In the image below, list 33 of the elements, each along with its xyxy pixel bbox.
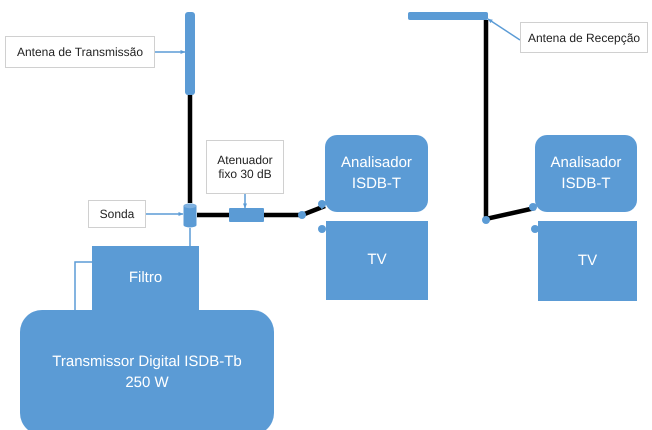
- probe-icon: [183, 203, 197, 228]
- tv-box: [326, 221, 428, 300]
- callout-label: [520, 22, 648, 53]
- callout-label: [88, 200, 146, 228]
- connector-line: [264, 204, 326, 218]
- connector-line: [197, 212, 229, 218]
- attenuator-icon: [229, 208, 264, 222]
- filter-box: [92, 246, 199, 310]
- antenna-icon: [408, 12, 488, 20]
- connector-line: [74, 261, 92, 310]
- connector-line: [243, 194, 247, 208]
- tv-box: [538, 221, 637, 301]
- label-text: Transmissor Digital ISDB-Tb 250 W: [51, 352, 243, 392]
- connector-line: [146, 212, 184, 216]
- connector-line: [189, 228, 191, 246]
- label-text: Atenuador fixo 30 dB: [216, 153, 274, 181]
- transmitter-box: [20, 310, 274, 430]
- label-text: TV: [576, 250, 598, 271]
- callout-label: [5, 36, 155, 68]
- label-text: Sonda: [98, 207, 136, 221]
- label-text: Antena de Transmissão: [16, 45, 144, 59]
- connector-line: [155, 50, 186, 54]
- label-text: Analisador ISDB-T: [340, 153, 413, 194]
- connector-line: [488, 18, 520, 41]
- antenna-icon: [185, 12, 195, 95]
- analyzer-box: [325, 135, 428, 212]
- label-text: Filtro: [128, 268, 164, 288]
- connector-line: [188, 95, 192, 203]
- label-text: TV: [366, 250, 388, 270]
- label-text: Antena de Recepção: [526, 30, 642, 44]
- analyzer-box: [535, 135, 637, 212]
- callout-label: [206, 140, 284, 194]
- label-text: Analisador ISDB-T: [550, 153, 622, 194]
